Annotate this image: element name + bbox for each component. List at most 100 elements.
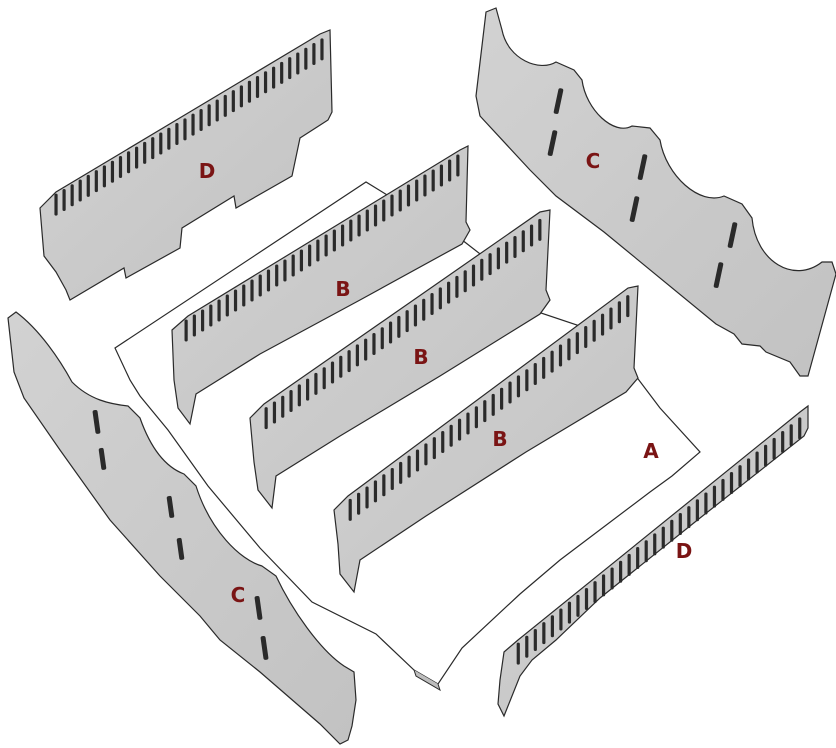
finger-slot [217, 299, 221, 322]
finger-slot [432, 437, 436, 460]
finger-slot [441, 430, 445, 453]
divider-panel-b2: B [249, 209, 551, 510]
side-panel-c-right: C [475, 7, 836, 377]
finger-slot [192, 314, 196, 337]
finger-slot [601, 574, 606, 597]
finger-slot [525, 635, 529, 658]
finger-slot [390, 468, 394, 491]
finger-slot [348, 498, 352, 521]
finger-slot [438, 287, 442, 310]
finger-slot [729, 472, 734, 494]
finger-slot [695, 499, 699, 522]
finger-slot [456, 154, 460, 177]
finger-slot [399, 461, 403, 484]
finger-slot [272, 66, 276, 89]
finger-slot [242, 284, 246, 307]
finger-slot [281, 395, 285, 418]
finger-slot [496, 247, 500, 270]
finger-slot [339, 355, 343, 378]
finger-slot [314, 372, 318, 395]
finger-slot [398, 189, 402, 212]
label-c-right: C [586, 149, 601, 173]
finger-slot [483, 400, 487, 423]
finger-slot [584, 325, 588, 348]
finger-slot [289, 390, 293, 413]
finger-slot [364, 338, 368, 361]
finger-slot [86, 174, 90, 197]
side-c-left-slots [92, 409, 269, 660]
divider-b2-teeth [264, 218, 542, 430]
finger-slot [209, 304, 213, 327]
finger-slot [62, 188, 66, 211]
finger-slot [508, 381, 512, 404]
finger-slot [231, 90, 235, 113]
finger-slot [78, 179, 82, 202]
finger-slot [593, 581, 597, 604]
finger-slot [373, 480, 378, 503]
finger-slot [644, 540, 648, 563]
finger-slot [175, 123, 179, 146]
finger-slot [183, 118, 187, 141]
finger-slot [738, 465, 742, 488]
finger-slot [488, 253, 492, 276]
finger-slot [415, 449, 420, 472]
divider-b1-teeth [184, 154, 460, 342]
finger-slot [463, 270, 467, 293]
side-c-right-slots [547, 88, 738, 288]
finger-slot [283, 259, 287, 282]
finger-slot [789, 424, 793, 447]
finger-slot [500, 387, 504, 410]
finger-slot [143, 141, 147, 164]
finger-slot [118, 156, 123, 178]
finger-slot [355, 344, 359, 367]
end-panel-d-top: D [39, 29, 333, 301]
finger-slot [653, 533, 657, 556]
finger-slot [266, 269, 271, 292]
end-d-top-teeth [54, 38, 324, 216]
finger-slot [430, 293, 434, 316]
finger-slot [533, 363, 537, 386]
finger-slot [372, 332, 376, 355]
finger-slot [349, 219, 353, 242]
finger-slot [600, 313, 605, 336]
finger-slot [474, 406, 478, 429]
finger-slot [798, 417, 802, 440]
finger-slot [184, 319, 188, 342]
finger-slot [263, 71, 268, 94]
finger-slot [135, 146, 139, 169]
finger-slot [542, 356, 546, 379]
finger-slot [772, 437, 776, 460]
finger-slot [521, 230, 525, 253]
finger-slot [609, 307, 613, 330]
finger-slot [704, 492, 708, 515]
finger-slot [431, 169, 435, 192]
finger-slot [781, 431, 785, 454]
end-panel-d-bottom: D [497, 404, 809, 718]
finger-slot [448, 159, 452, 182]
finger-slot [200, 309, 205, 332]
finger-slot [576, 594, 580, 617]
finger-slot [255, 76, 260, 98]
finger-slot [332, 229, 336, 252]
finger-slot [567, 601, 572, 624]
finger-slot [390, 194, 394, 217]
finger-slot [272, 401, 277, 424]
finger-slot [288, 57, 292, 80]
finger-slot [159, 132, 163, 155]
finger-slot [721, 478, 725, 501]
finger-slot [405, 310, 409, 333]
finger-slot [617, 301, 621, 324]
finger-slot [388, 321, 393, 344]
finger-slot [457, 418, 462, 441]
finger-slot [296, 52, 300, 75]
finger-slot [533, 628, 537, 651]
divider-panel-b1: B [171, 145, 471, 426]
finger-slot [247, 80, 252, 103]
finger-slot [619, 560, 623, 583]
finger-slot [413, 304, 418, 327]
finger-slot [264, 407, 268, 430]
side-panel-c-left: C [7, 311, 357, 745]
finger-slot [529, 224, 534, 247]
finger-slot [357, 214, 361, 237]
finger-slot [280, 61, 284, 84]
